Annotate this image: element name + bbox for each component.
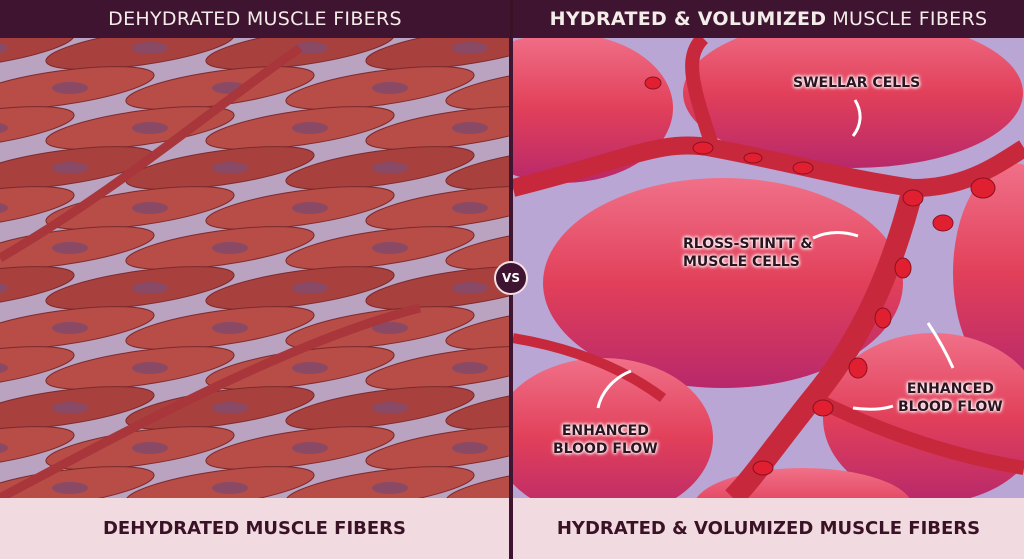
annotation-line: BLOOD FLOW bbox=[553, 441, 658, 457]
annotation-line: MUSCLE CELLS bbox=[683, 254, 800, 270]
annotation-enhanced-blood-flow-right: ENHANCED BLOOD FLOW bbox=[898, 380, 1003, 416]
fiber-nucleus bbox=[452, 202, 488, 214]
fiber-nucleus bbox=[132, 42, 168, 54]
fiber-nucleus bbox=[52, 402, 88, 414]
hydrated-illustration: SWELLAR CELLS RLOSS-STINTT & MUSCLE CELLS… bbox=[513, 38, 1024, 498]
annotation-enhanced-blood-flow-left: ENHANCED BLOOD FLOW bbox=[553, 422, 658, 458]
fiber-nucleus bbox=[372, 242, 408, 254]
annotation-line: RLOSS-STINTT & bbox=[683, 236, 813, 252]
fiber-nucleus bbox=[0, 123, 8, 133]
dehydrated-fiber bbox=[445, 146, 510, 190]
fiber-nucleus bbox=[292, 362, 328, 374]
arrow-icon bbox=[852, 404, 894, 411]
annotation-swellar-cells: SWELLAR CELLS bbox=[793, 75, 921, 91]
dehydrated-fiber bbox=[445, 66, 510, 110]
left-footer-title: DEHYDRATED MUSCLE FIBERS bbox=[102, 518, 407, 539]
fiber-nucleus bbox=[212, 322, 248, 334]
fiber-nucleus bbox=[372, 162, 408, 174]
fiber-nucleus bbox=[292, 442, 328, 454]
arrow-icon bbox=[851, 99, 862, 137]
right-title-bold: HYDRATED & VOLUMIZED bbox=[549, 8, 827, 30]
dehydrated-fibers-art bbox=[0, 38, 510, 498]
fiber-nucleus bbox=[0, 283, 8, 293]
annotation-line: ENHANCED bbox=[906, 381, 994, 397]
fiber-nucleus bbox=[372, 402, 408, 414]
fiber-nucleus bbox=[292, 202, 328, 214]
right-title-rest: MUSCLE FIBERS bbox=[832, 8, 988, 30]
fiber-nucleus bbox=[212, 482, 248, 494]
fiber-nucleus bbox=[292, 282, 328, 294]
fiber-nucleus bbox=[372, 322, 408, 334]
left-footer: DEHYDRATED MUSCLE FIBERS bbox=[0, 498, 509, 559]
dehydrated-fiber bbox=[0, 266, 75, 310]
annotation-line: ENHANCED bbox=[561, 423, 649, 439]
left-header: DEHYDRATED MUSCLE FIBERS bbox=[0, 0, 510, 38]
panel-divider bbox=[509, 38, 513, 559]
fiber-nucleus bbox=[212, 402, 248, 414]
fiber-nucleus bbox=[52, 82, 88, 94]
right-footer-title: HYDRATED & VOLUMIZED MUSCLE FIBERS bbox=[556, 518, 981, 539]
right-footer: HYDRATED & VOLUMIZED MUSCLE FIBERS bbox=[513, 498, 1024, 559]
dehydrated-fiber bbox=[445, 306, 510, 350]
fiber-nucleus bbox=[452, 442, 488, 454]
fiber-nucleus bbox=[452, 282, 488, 294]
dehydrated-fiber bbox=[445, 226, 510, 270]
fiber-nucleus bbox=[52, 482, 88, 494]
fiber-nucleus bbox=[0, 43, 8, 53]
arrow-icon bbox=[812, 231, 859, 240]
fiber-nucleus bbox=[292, 122, 328, 134]
annotation-arrows bbox=[596, 99, 955, 411]
fiber-nucleus bbox=[452, 122, 488, 134]
hydrated-fibers-art bbox=[513, 38, 1024, 498]
fiber-nucleus bbox=[212, 242, 248, 254]
fiber-nucleus bbox=[52, 162, 88, 174]
dehydrated-fiber bbox=[0, 186, 75, 230]
fiber-nucleus bbox=[372, 482, 408, 494]
fiber-nucleus bbox=[0, 443, 8, 453]
annotation-line: BLOOD FLOW bbox=[898, 399, 1003, 415]
fiber-nucleus bbox=[0, 363, 8, 373]
fiber-nucleus bbox=[452, 42, 488, 54]
dehydrated-fiber bbox=[0, 426, 75, 470]
fiber-nucleus bbox=[132, 122, 168, 134]
blood-vessel bbox=[0, 303, 422, 498]
fiber-nucleus bbox=[0, 203, 8, 213]
arrow-icon bbox=[926, 322, 955, 369]
vs-badge: VS bbox=[494, 261, 528, 295]
blood-vessel bbox=[0, 44, 303, 262]
fiber-nucleus bbox=[52, 322, 88, 334]
fiber-nucleus bbox=[452, 362, 488, 374]
fiber-nucleus bbox=[132, 442, 168, 454]
dehydrated-fiber bbox=[0, 106, 75, 150]
fiber-nucleus bbox=[372, 82, 408, 94]
dehydrated-fiber bbox=[0, 346, 75, 390]
annotation-rloss-stintt: RLOSS-STINTT & MUSCLE CELLS bbox=[683, 235, 813, 271]
fiber-nucleus bbox=[212, 162, 248, 174]
fiber-nucleus bbox=[132, 362, 168, 374]
fiber-nucleus bbox=[52, 242, 88, 254]
dehydrated-fiber bbox=[445, 386, 510, 430]
left-title: DEHYDRATED MUSCLE FIBERS bbox=[108, 8, 402, 30]
arrow-icon bbox=[596, 369, 632, 409]
fiber-nucleus bbox=[132, 202, 168, 214]
dehydrated-illustration bbox=[0, 38, 510, 498]
fiber-nucleus bbox=[132, 282, 168, 294]
